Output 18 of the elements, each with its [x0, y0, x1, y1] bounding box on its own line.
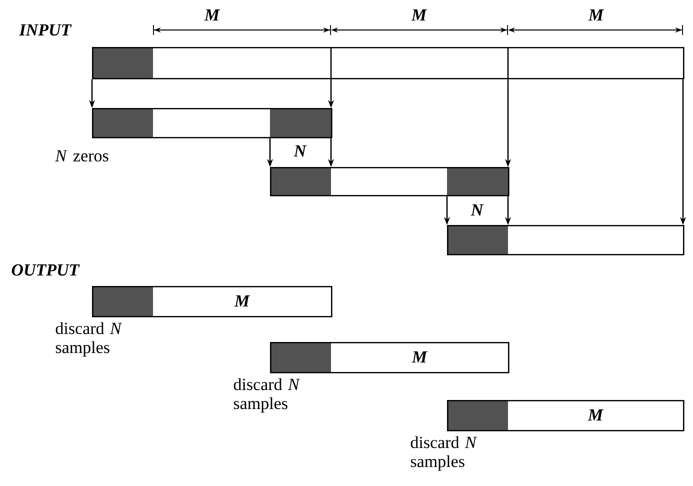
- input-label: INPUT: [19, 24, 72, 36]
- caption-text: discard N samples: [410, 436, 478, 471]
- gap-label: N: [294, 145, 307, 157]
- block-bar: [92, 108, 332, 138]
- gap-label: N: [470, 204, 484, 216]
- output-label: OUTPUT: [12, 264, 80, 276]
- input-bar: [92, 47, 684, 80]
- block-bar: [447, 224, 684, 256]
- caption-text: discard N samples: [234, 378, 300, 413]
- caption-text: N zeros: [55, 150, 108, 162]
- output-bar: M: [270, 342, 510, 374]
- dimension-label: M: [588, 9, 604, 21]
- dimension-label: M: [204, 9, 220, 21]
- dimension-label: M: [411, 9, 428, 21]
- block-bar: [270, 167, 510, 196]
- output-bar: M: [447, 400, 684, 432]
- output-bar: M: [92, 286, 332, 318]
- caption-text: discard N samples: [56, 322, 122, 357]
